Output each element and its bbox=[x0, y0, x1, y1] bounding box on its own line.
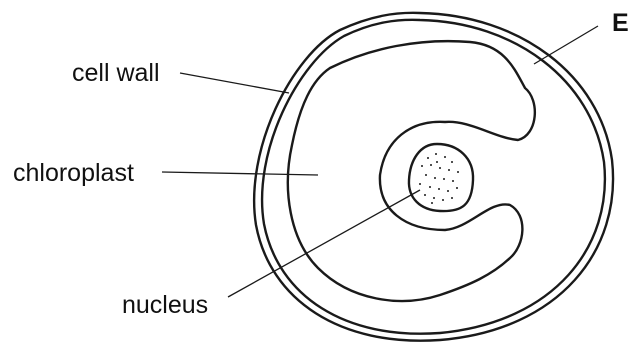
leader-line-nucleus bbox=[228, 190, 420, 297]
chloroplast-layer bbox=[288, 41, 535, 301]
leader-line-e bbox=[534, 26, 598, 64]
label-chloroplast: chloroplast bbox=[13, 159, 134, 187]
cell-wall-outer bbox=[254, 13, 613, 341]
label-nucleus: nucleus bbox=[122, 291, 208, 319]
leader-line-chloroplast bbox=[162, 172, 318, 175]
leader-line-cell-wall bbox=[180, 73, 289, 93]
nucleus bbox=[409, 144, 473, 211]
cell-wall-inner bbox=[262, 20, 605, 334]
nucleus-stipple bbox=[419, 153, 459, 204]
label-e: E bbox=[612, 9, 629, 37]
label-cell-wall: cell wall bbox=[72, 59, 160, 87]
